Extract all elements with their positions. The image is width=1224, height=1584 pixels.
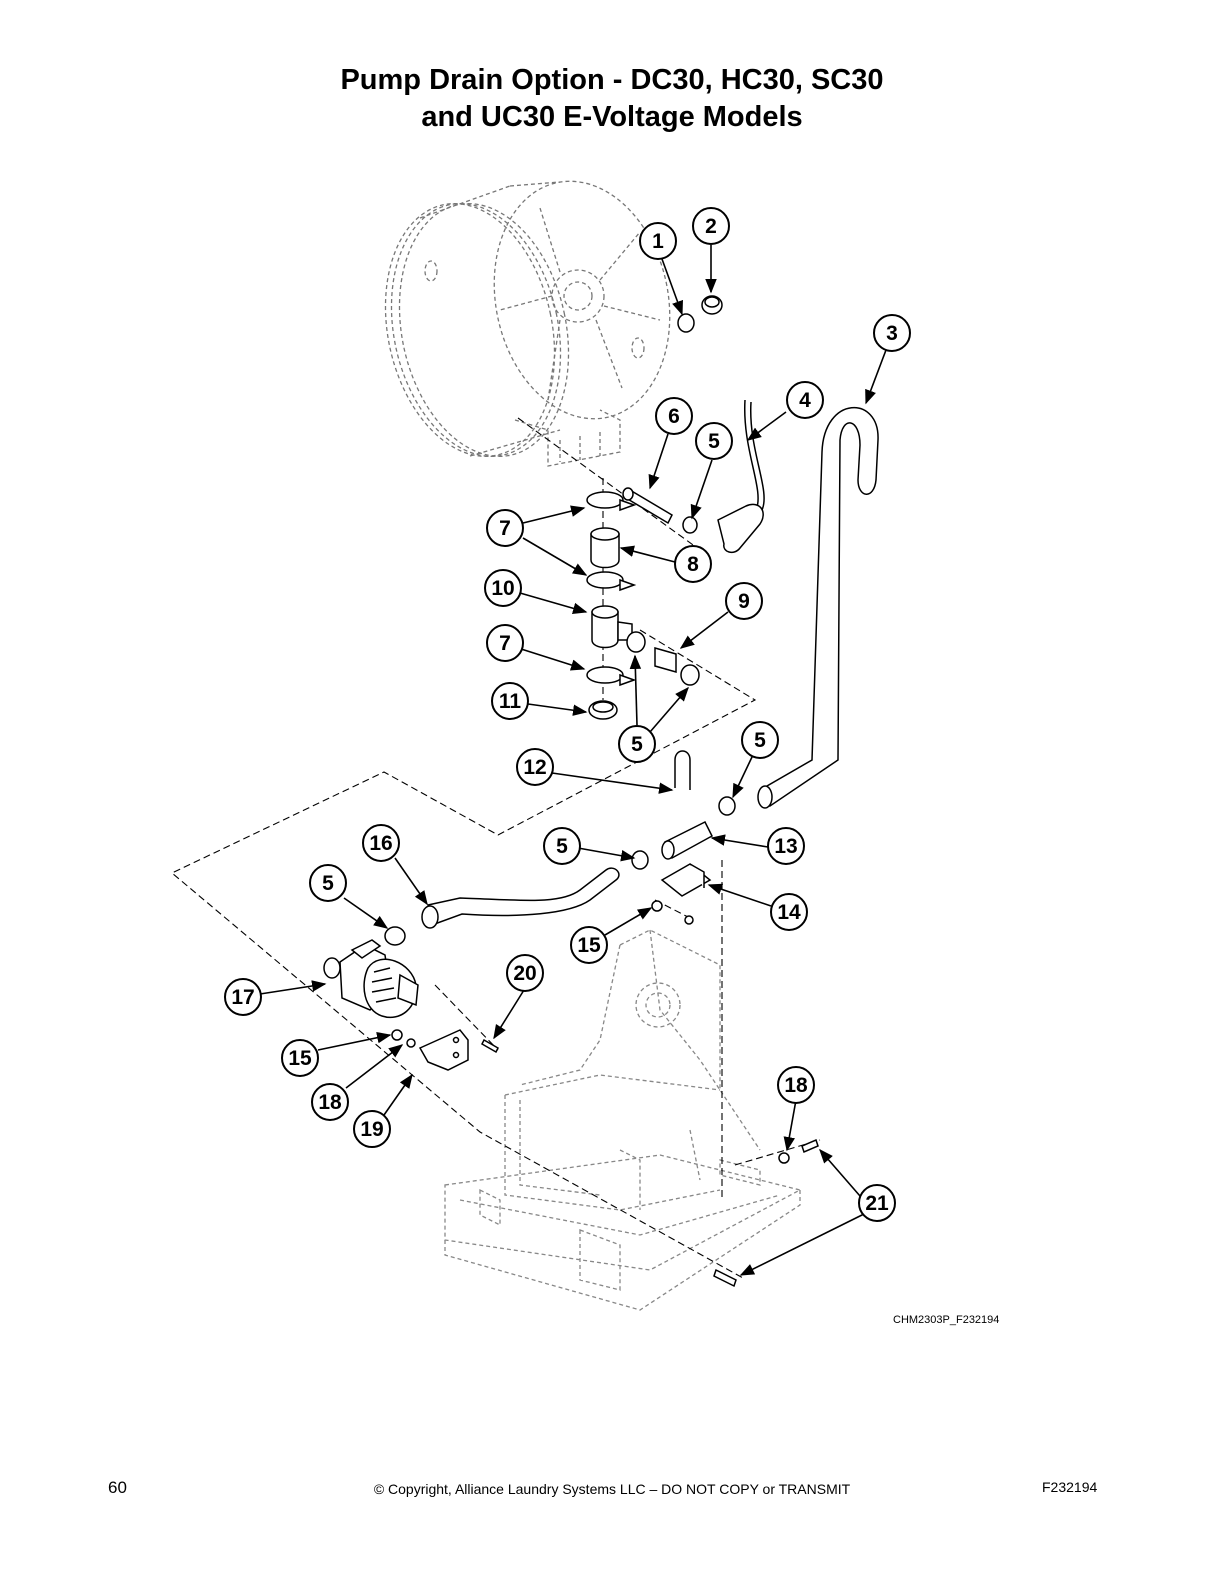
callout-label: 15	[577, 934, 601, 957]
callout-label: 4	[799, 389, 811, 412]
callout-label: 5	[556, 835, 568, 858]
callout-7[interactable]: 7	[486, 509, 524, 547]
callout-19[interactable]: 19	[353, 1110, 391, 1148]
callout-label: 6	[668, 405, 680, 428]
callout-7[interactable]: 7	[486, 624, 524, 662]
callout-label: 7	[499, 632, 511, 655]
callout-14[interactable]: 14	[770, 893, 808, 931]
callout-label: 2	[705, 215, 717, 238]
part-shapes	[323, 295, 879, 1288]
leader-arrows	[259, 245, 887, 1276]
callout-label: 5	[322, 872, 334, 895]
callout-15[interactable]: 15	[570, 926, 608, 964]
callout-5[interactable]: 5	[543, 827, 581, 865]
document-id: F232194	[1042, 1479, 1098, 1495]
callout-18[interactable]: 18	[777, 1066, 815, 1104]
callout-11[interactable]: 11	[491, 682, 529, 720]
callout-2[interactable]: 2	[692, 207, 730, 245]
callout-label: 7	[499, 517, 511, 540]
callout-label: 1	[652, 230, 664, 253]
callout-6[interactable]: 6	[655, 397, 693, 435]
callout-12[interactable]: 12	[516, 748, 554, 786]
callout-label: 21	[865, 1192, 889, 1215]
frame-outline	[444, 929, 802, 1311]
callout-label: 20	[513, 962, 536, 985]
callout-16[interactable]: 16	[362, 824, 400, 862]
callout-17[interactable]: 17	[224, 978, 262, 1016]
callout-4[interactable]: 4	[786, 381, 824, 419]
callout-5[interactable]: 5	[695, 422, 733, 460]
callout-21[interactable]: 21	[858, 1184, 896, 1222]
assembly-lines	[170, 417, 821, 1279]
callout-label: 18	[784, 1074, 808, 1097]
callout-15[interactable]: 15	[281, 1039, 319, 1077]
callout-10[interactable]: 10	[484, 569, 522, 607]
callout-label: 18	[318, 1091, 342, 1114]
callout-label: 8	[687, 553, 699, 576]
callout-label: 12	[523, 756, 546, 779]
callout-label: 5	[631, 733, 643, 756]
callout-label: 14	[777, 901, 801, 924]
drum-outline	[384, 180, 671, 467]
callout-label: 16	[369, 832, 392, 855]
callout-label: 5	[754, 729, 766, 752]
callout-label: 11	[499, 690, 522, 713]
callout-label: 9	[738, 590, 750, 613]
callout-20[interactable]: 20	[506, 954, 544, 992]
page-title: Pump Drain Option - DC30, HC30, SC30 and…	[0, 62, 1224, 136]
callout-3[interactable]: 3	[873, 314, 911, 352]
callout-8[interactable]: 8	[674, 545, 712, 583]
callout-label: 10	[491, 577, 514, 600]
callouts: 1 2 3 4 5 6 7 8 10 9 7 11 5 5 12 16 5 13…	[224, 207, 911, 1222]
copyright-notice: © Copyright, Alliance Laundry Systems LL…	[373, 1481, 851, 1497]
callout-label: 15	[288, 1047, 312, 1070]
title-line-2: and UC30 E-Voltage Models	[421, 101, 803, 133]
callout-label: 17	[231, 986, 254, 1009]
callout-1[interactable]: 1	[639, 222, 677, 260]
callout-9[interactable]: 9	[725, 582, 763, 620]
figure-reference-code: CHM2303P_F232194	[893, 1314, 1000, 1326]
callout-label: 3	[886, 322, 898, 345]
callout-13[interactable]: 13	[767, 827, 805, 865]
callout-5[interactable]: 5	[741, 721, 779, 759]
callout-5[interactable]: 5	[309, 864, 347, 902]
callout-18[interactable]: 18	[311, 1083, 349, 1121]
title-line-1: Pump Drain Option - DC30, HC30, SC30	[340, 64, 884, 96]
page-number: 60	[108, 1478, 127, 1497]
callout-label: 13	[774, 835, 797, 858]
callout-label: 5	[708, 430, 720, 453]
callout-label: 19	[360, 1118, 383, 1141]
callout-5[interactable]: 5	[618, 725, 656, 763]
